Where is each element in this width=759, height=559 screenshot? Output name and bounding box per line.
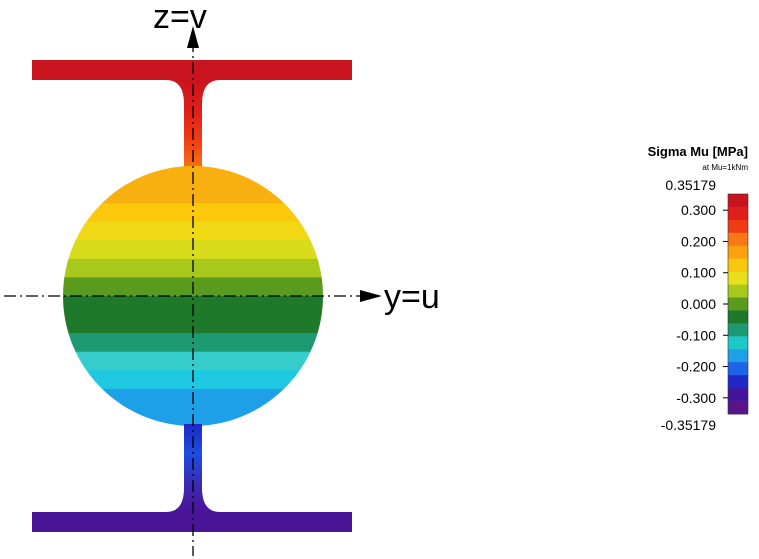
ring-band [63, 314, 323, 334]
legend-subtitle: at Mu=1kNm [702, 163, 748, 172]
legend-swatch [728, 323, 748, 337]
legend-swatch [728, 271, 748, 285]
legend-tick-label: 0.000 [681, 296, 716, 312]
legend-swatch [728, 310, 748, 324]
legend-tick-label: 0.300 [681, 202, 716, 218]
horizontal-axis-arrow-icon [360, 290, 382, 302]
legend-color-bar [727, 193, 749, 415]
legend-tick-label: -0.100 [676, 327, 716, 343]
legend-tick-label: 0.200 [681, 233, 716, 249]
legend-swatch [728, 284, 748, 298]
color-legend: Sigma Mu [MPa] at Mu=1kNm 0.35179 -0.351… [648, 144, 749, 433]
legend-swatch [728, 219, 748, 234]
legend-swatch [728, 375, 748, 389]
legend-swatch [728, 206, 748, 221]
legend-swatch [728, 336, 748, 350]
ring-band [63, 351, 323, 371]
vertical-axis-arrow-icon [187, 26, 199, 48]
bottom-flange [32, 512, 352, 532]
legend-swatch [728, 297, 748, 311]
legend-swatch [728, 258, 748, 273]
top-flange [32, 60, 352, 80]
legend-min-label: -0.35179 [661, 417, 716, 433]
legend-swatch [728, 362, 748, 376]
legend-title: Sigma Mu [MPa] [648, 144, 748, 159]
legend-swatch [728, 401, 748, 415]
legend-swatch [728, 194, 748, 208]
legend-tick-label: -0.300 [676, 390, 716, 406]
legend-swatch [728, 245, 748, 260]
legend-swatch [728, 349, 748, 363]
ring-band [63, 221, 323, 241]
top-web [166, 80, 220, 170]
horizontal-axis-label: y=u [384, 278, 440, 316]
legend-tick-label: -0.200 [676, 359, 716, 375]
legend-ticks: 0.300 0.200 0.100 0.000 -0.100 -0.200 -0.300 [676, 202, 728, 406]
legend-swatch [728, 388, 748, 402]
legend-max-label: 0.35179 [665, 177, 716, 193]
legend-swatch [728, 232, 748, 247]
legend-tick-label: 0.100 [681, 265, 716, 281]
vertical-axis-label: z=v [153, 0, 207, 36]
ring-band [63, 203, 323, 223]
